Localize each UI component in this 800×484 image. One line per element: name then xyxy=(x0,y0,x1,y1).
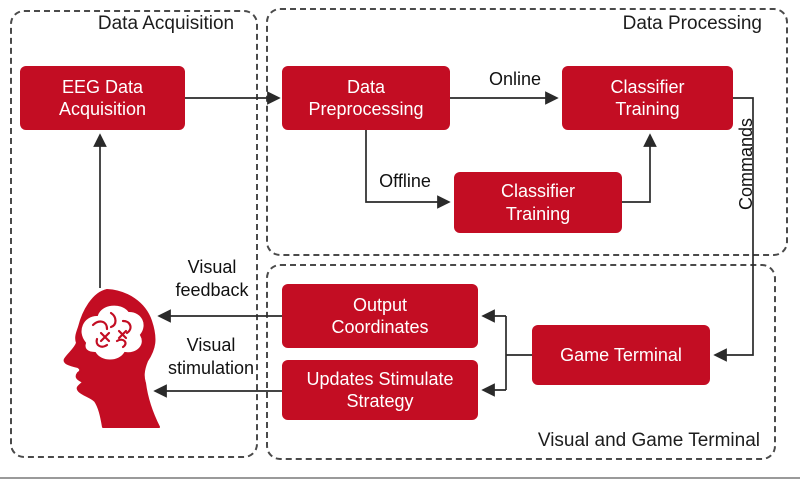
node-output-coordinates: Output Coordinates xyxy=(282,284,478,348)
node-eeg-data-acquisition: EEG Data Acquisition xyxy=(20,66,185,130)
edge-label-visual-feedback: Visual feedback xyxy=(175,257,249,301)
section-title-visual-game-terminal: Visual and Game Terminal xyxy=(537,430,760,451)
node-eeg-label: EEG Data Acquisition xyxy=(58,76,147,120)
section-title-data-acquisition: Data Acquisition xyxy=(97,13,235,34)
edge-label-offline: Offline xyxy=(379,171,431,191)
section-data-processing xyxy=(266,8,788,256)
edge-label-visual-stimulation: Visual stimulation xyxy=(167,335,255,379)
node-game-terminal: Game Terminal xyxy=(532,325,710,385)
section-title-data-processing: Data Processing xyxy=(622,13,762,34)
node-classifier-training-online: Classifier Training xyxy=(562,66,733,130)
edge-label-commands: Commands xyxy=(736,117,756,210)
node-classifier-online-label: Classifier Training xyxy=(610,76,685,120)
node-output-coordinates-label: Output Coordinates xyxy=(331,294,429,338)
head-with-brain-icon xyxy=(63,289,160,428)
section-visual-game-terminal xyxy=(266,264,776,460)
node-updates-strategy-label: Updates Stimulate Strategy xyxy=(306,368,454,412)
node-updates-stimulate-strategy: Updates Stimulate Strategy xyxy=(282,360,478,420)
node-classifier-training-offline: Classifier Training xyxy=(454,172,622,233)
node-data-preprocessing: Data Preprocessing xyxy=(282,66,450,130)
node-game-terminal-label: Game Terminal xyxy=(560,344,682,365)
edge-label-online: Online xyxy=(488,69,542,89)
node-preprocessing-label: Data Preprocessing xyxy=(308,76,424,120)
section-data-acquisition xyxy=(10,10,258,458)
figure-bottom-rule xyxy=(0,477,800,479)
node-classifier-offline-label: Classifier Training xyxy=(500,181,575,224)
